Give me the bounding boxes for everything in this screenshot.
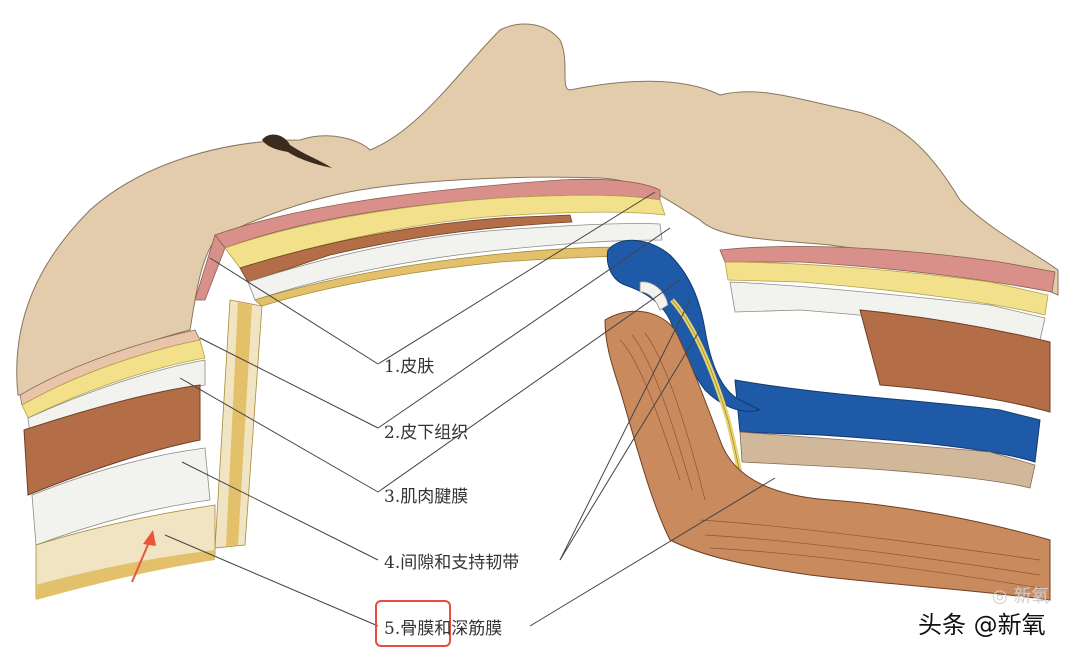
- red-arrow: [131, 530, 156, 583]
- lower-bone-gold: [36, 550, 215, 600]
- label-periosteum-suffix: 和深筋膜: [434, 619, 503, 639]
- faint-watermark-text: 新氧: [1013, 586, 1050, 607]
- source-watermark: 头条 @新氧: [918, 611, 1046, 639]
- left-muscle-strip: [239, 214, 573, 283]
- label-retaining-ligaments: 4.间隙和支持韧带: [384, 553, 520, 573]
- face-profile-surface: [16, 23, 1059, 396]
- right-fat-layer: [724, 261, 1049, 316]
- right-muscle-block: [859, 309, 1051, 413]
- right-blue-layer: [734, 379, 1041, 463]
- label-periosteum: 5.骨膜和深筋膜: [384, 614, 502, 639]
- lower-right-muscle: [604, 310, 1051, 601]
- label-periosteum-highlight: 骨膜: [400, 619, 435, 639]
- left-skin-vertical: [194, 234, 226, 301]
- label-skin: 1.皮肤: [384, 357, 435, 377]
- left-areolar-layer: [247, 223, 663, 301]
- orbital-fold-white: [639, 281, 669, 311]
- eyebrow-hair: [262, 134, 332, 168]
- label-subcutaneous: 2.皮下组织: [384, 423, 469, 443]
- left-bone-gold-edge: [226, 302, 252, 546]
- faint-watermark: ◎ 新氧: [992, 582, 1049, 608]
- lower-muscle-layer: [23, 384, 201, 496]
- leader-lines: [164, 191, 776, 627]
- muscle-fiber-lines: [619, 332, 1041, 589]
- lower-areolar-layer: [31, 447, 211, 546]
- wechat-icon: ◎: [992, 586, 1008, 607]
- right-skin-layer: [719, 246, 1056, 293]
- right-beige-layer: [739, 431, 1036, 489]
- periosteum-highlight-box: [375, 600, 451, 647]
- left-fat-layer: [224, 194, 666, 269]
- label-periosteum-prefix: 5.: [384, 619, 401, 639]
- lower-fat-layer: [21, 339, 206, 419]
- label-musculo-aponeurotic: 3.肌肉腱膜: [384, 487, 469, 507]
